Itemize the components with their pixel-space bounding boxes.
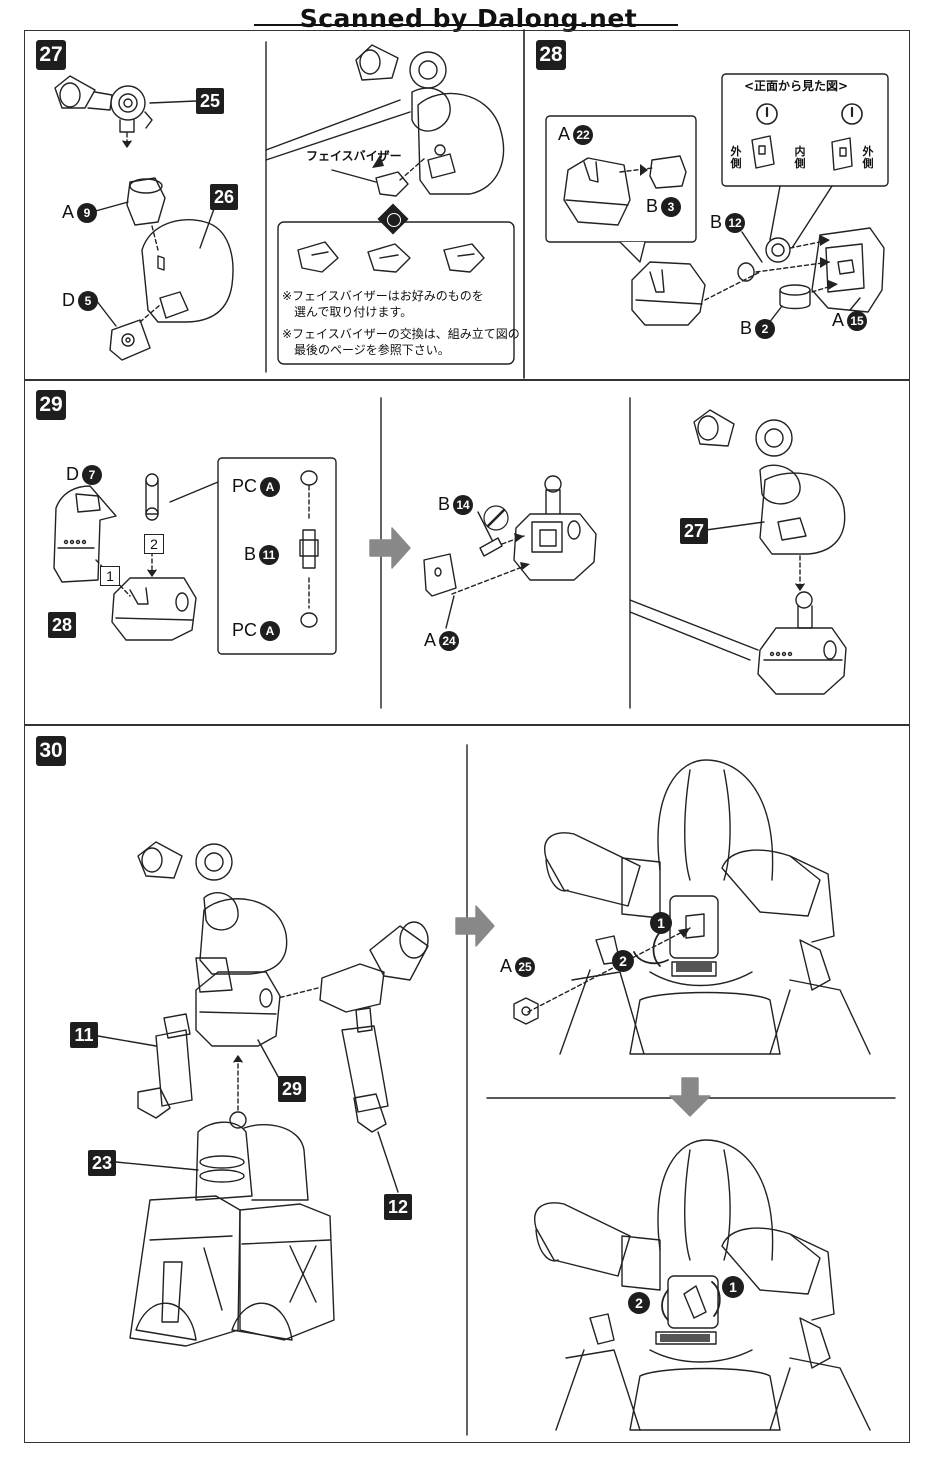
step30-ref-23: 23 (88, 1150, 116, 1176)
step30-closeup-bottom (534, 1139, 871, 1431)
step27-arm-cannon (54, 75, 153, 133)
zoom-line (629, 599, 759, 651)
step29-ref-28: 28 (48, 612, 76, 638)
scanner-watermark: Scanned by Dalong.net (299, 4, 638, 33)
step27-face-visor-part (375, 171, 409, 197)
step30-right-arm-part (319, 921, 429, 1133)
visor-note-2-line-1: ※フェイスバイザーの交換は、組み立て図の (282, 327, 520, 341)
step-29-badge: 29 (36, 390, 66, 420)
step27-assembled-arm (355, 44, 505, 195)
step29-torso-assembled (757, 591, 847, 695)
pc-joint-detail (299, 470, 319, 628)
step28-head-detail (563, 157, 631, 226)
panel-step-29 (24, 380, 910, 725)
step-30-badge: 30 (36, 736, 66, 766)
watermark-strike-line (254, 24, 678, 26)
step29-pc-joint-small (145, 473, 159, 521)
step30-left-arm (137, 1013, 193, 1119)
callout-2-top: 2 (612, 950, 634, 972)
step30-next-arrow (455, 905, 495, 947)
step29-assembled-arm (693, 409, 846, 555)
step30-hex-nut (513, 997, 539, 1025)
step30-upper-body (137, 841, 288, 1047)
step30-ref-12: 12 (384, 1194, 412, 1220)
step29-ref-27: 27 (680, 518, 708, 544)
caution-icon-right (841, 103, 863, 125)
step30-ref-29: 29 (278, 1076, 306, 1102)
step27-elbow-cap (109, 319, 151, 361)
step28-head-main (631, 261, 706, 326)
step27-elbow-part (126, 177, 166, 226)
step30-ref-11: 11 (70, 1022, 98, 1048)
visor-options-icon-glyph (387, 213, 401, 227)
step30-closeup-top (544, 759, 871, 1055)
panel-step-30 (24, 725, 910, 1443)
pc-joint-detail-box (217, 457, 337, 655)
outer-side-label-left: 外側 (730, 145, 742, 170)
step30-down-arrow (669, 1077, 711, 1117)
step28-ring-part (779, 284, 811, 310)
panel-step-27-28 (24, 30, 910, 380)
visor-option-2 (367, 243, 411, 273)
visor-option-1 (297, 241, 339, 273)
front-view-box (721, 73, 889, 187)
outer-side-label-right: 外側 (862, 145, 874, 170)
step-27-badge: 27 (36, 40, 66, 70)
front-view-title: <正面から見た図> (744, 79, 849, 93)
step27-ref-25: 25 (196, 88, 224, 114)
step28-head-back (811, 227, 885, 313)
step29-pin (479, 537, 503, 557)
step28-cylinder-pin (737, 237, 791, 282)
step30-lower-body (129, 1111, 335, 1347)
step29-torso-block (111, 577, 197, 641)
step29-torso-side (513, 475, 597, 581)
step27-ref-26: 26 (210, 184, 238, 210)
caution-icon-left (756, 103, 778, 125)
inner-side-label: 内側 (794, 145, 806, 170)
face-visor-label: フェイスバイザー (306, 149, 402, 163)
zoom-line (629, 611, 751, 661)
step29-next-arrow (369, 527, 411, 569)
callout-2-bottom: 2 (628, 1292, 650, 1314)
visor-note-2-line-2: 最後のページを参照下さい。 (294, 343, 450, 357)
order-step-2: 2 (144, 534, 164, 554)
zoom-line (265, 111, 411, 161)
grey-tab-bottom (660, 1334, 710, 1342)
step-28-badge: 28 (536, 40, 566, 70)
visor-option-3 (443, 243, 485, 273)
step27-shoulder-dome (141, 219, 234, 323)
order-step-1: 1 (100, 566, 120, 586)
visor-note-1-line-1: ※フェイスバイザーはお好みのものを (282, 289, 484, 303)
step28-small-block (649, 155, 687, 189)
callout-1-top: 1 (650, 912, 672, 934)
zoom-line (265, 99, 401, 151)
cut-icon (483, 505, 509, 531)
front-view-part-right (831, 137, 853, 171)
visor-note-1-line-2: 選んで取り付けます。 (294, 305, 413, 319)
grey-tab-top (676, 962, 712, 972)
step29-small-plate (423, 553, 457, 597)
callout-1-bottom: 1 (722, 1276, 744, 1298)
step29-chest-plate (53, 485, 117, 583)
front-view-part-left (751, 135, 775, 169)
